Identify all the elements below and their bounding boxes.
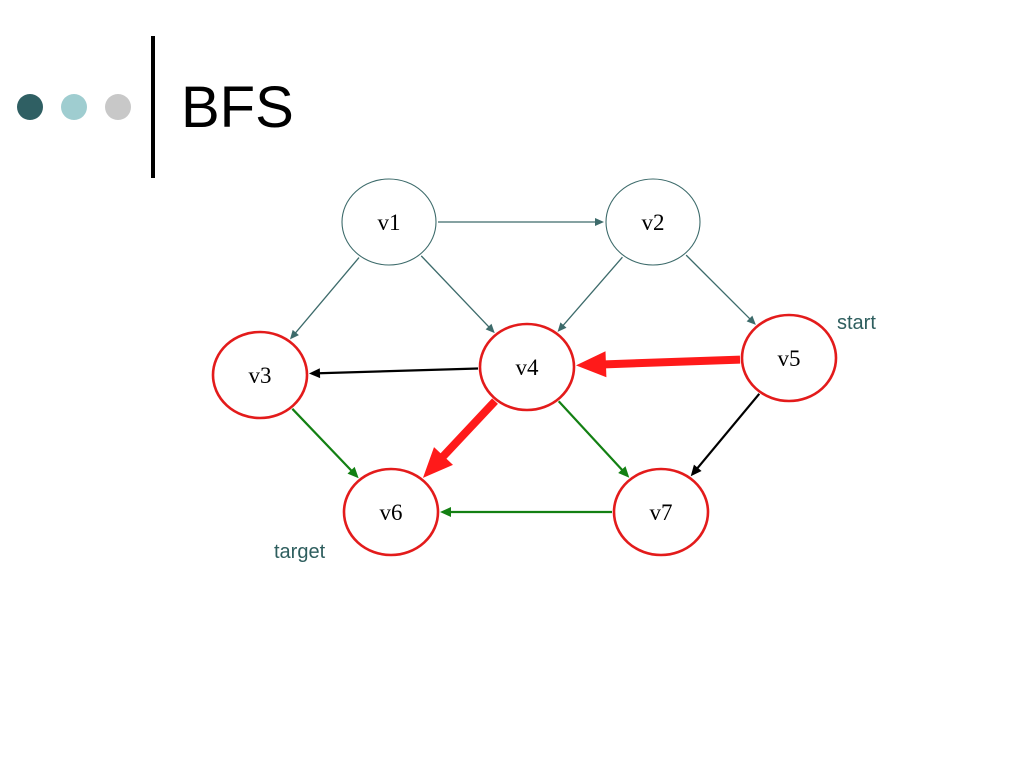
edge-v4-v7 — [557, 400, 630, 478]
node-circle — [341, 178, 437, 266]
edge-arrowhead — [440, 507, 451, 517]
node-circle — [342, 467, 440, 557]
edge-v4-v6 — [422, 398, 498, 478]
node-v6: v6 — [342, 467, 440, 557]
node-label: v6 — [380, 500, 403, 525]
edge-arrowhead — [289, 329, 299, 340]
node-v2: v2 — [605, 178, 701, 266]
node-label: v5 — [778, 346, 801, 371]
node-label: v1 — [378, 210, 401, 235]
edge-arrowhead — [618, 466, 630, 478]
target-annotation: target — [274, 541, 326, 563]
edge-v2-v4 — [557, 256, 623, 332]
edge-arrowhead — [746, 315, 756, 325]
node-circle — [478, 322, 576, 412]
node-label: v3 — [249, 363, 272, 388]
bullet-dot-gray — [105, 94, 131, 120]
edge-v1-v3 — [289, 257, 360, 340]
node-v4: v4 — [478, 322, 576, 412]
edge-v2-v5 — [685, 254, 756, 325]
edge-arrowhead — [690, 464, 702, 477]
edge-v5-v7 — [690, 393, 761, 477]
node-label: v2 — [642, 210, 665, 235]
node-label: v7 — [650, 500, 673, 525]
node-circle — [605, 178, 701, 266]
node-circle — [211, 330, 309, 420]
start-annotation: start — [837, 312, 876, 334]
node-label: v4 — [516, 355, 540, 380]
node-v7: v7 — [612, 467, 710, 557]
node-v1: v1 — [341, 178, 437, 266]
edge-v7-v6 — [440, 507, 612, 517]
edge-v1-v2 — [438, 217, 604, 227]
title-divider — [151, 36, 155, 178]
edge-arrowhead — [347, 466, 359, 479]
edge-arrowhead — [575, 351, 607, 378]
node-v3: v3 — [211, 330, 309, 420]
edge-v1-v4 — [420, 255, 495, 334]
edge-arrowhead — [595, 217, 604, 227]
edge-v3-v6 — [291, 408, 359, 479]
bullet-dot-dark — [17, 94, 43, 120]
node-circle — [612, 467, 710, 557]
bullet-dot-light — [61, 94, 87, 120]
slide-title: BFS — [181, 75, 294, 140]
edge-arrowhead — [308, 368, 321, 379]
bullet-dots — [17, 94, 137, 122]
node-circle — [740, 313, 838, 403]
edge-v4-v3 — [308, 367, 479, 379]
edge-arrowhead — [557, 322, 567, 332]
edge-v5-v4 — [575, 351, 741, 378]
edge-arrowhead — [485, 323, 495, 334]
edges-layer — [289, 217, 761, 517]
edge-arrowhead — [422, 447, 453, 478]
node-v5: v5 — [740, 313, 838, 403]
nodes-layer: v1 v2 v3 v4 v5 v6 v7 — [211, 178, 838, 557]
